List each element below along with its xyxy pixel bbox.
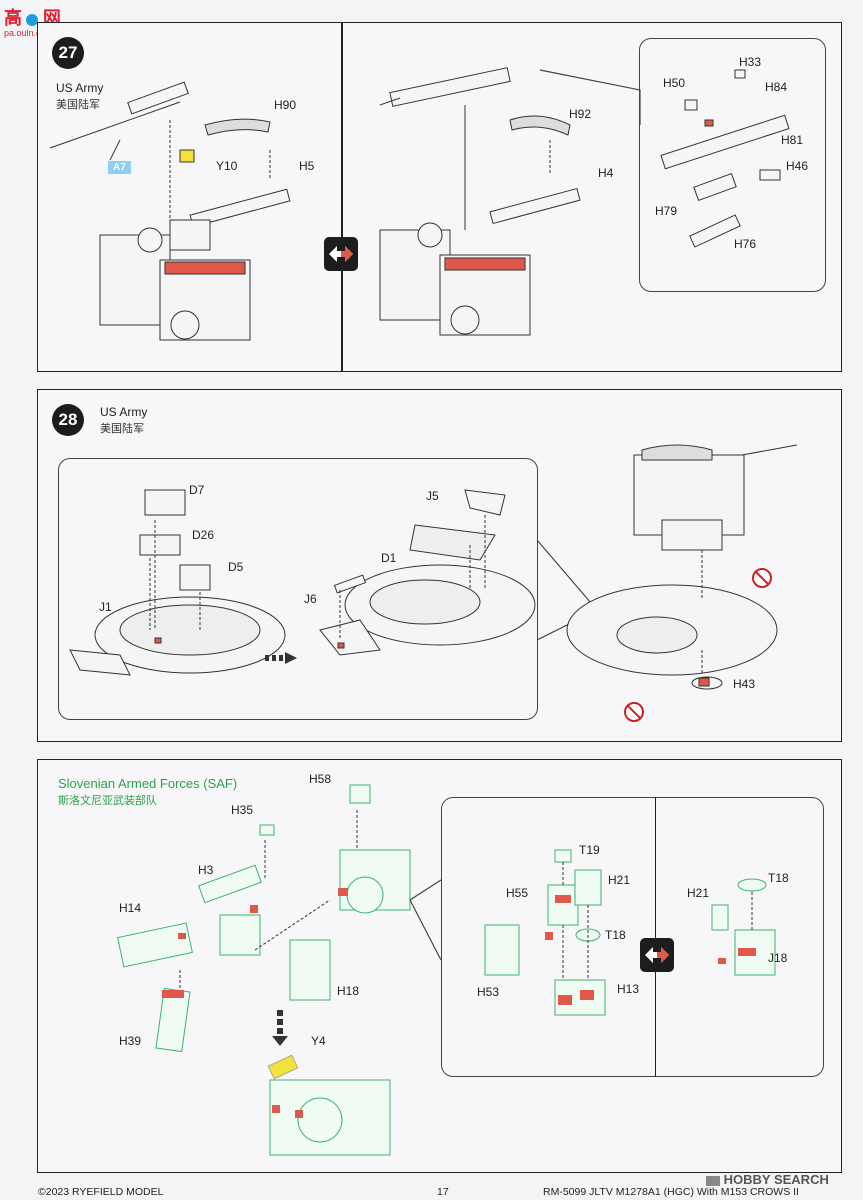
step28-number: 28	[52, 404, 84, 436]
step27-part-h5: H5	[299, 159, 315, 173]
step27-detail-box	[639, 38, 826, 292]
step27-part-h76: H76	[734, 237, 757, 251]
saf-detail-right-illustration	[711, 878, 776, 976]
footer-copyright: ©2023 RYEFIELD MODEL	[38, 1186, 164, 1198]
saf-detail-part-j18: J18	[768, 951, 788, 965]
watermark-icon	[26, 13, 39, 26]
step27-part-h81: H81	[781, 133, 804, 147]
saf-detail-callout	[409, 879, 442, 961]
step27-subtitle: 美国陆军	[56, 99, 100, 111]
step27-part-h33: H33	[739, 55, 762, 69]
saf-detail-divider	[655, 797, 657, 1077]
saf-detail-part-h53: H53	[477, 985, 500, 999]
step27-number: 27	[52, 37, 84, 69]
step27-part-h90: H90	[274, 98, 297, 112]
swap-arrow-icon	[324, 237, 358, 271]
footer-watermark: HOBBY SEARCH	[706, 1172, 829, 1187]
watermark-url: pa.ouln.com	[4, 28, 54, 38]
saf-swap-arrow-icon	[640, 938, 674, 972]
step27-left-illustration	[49, 81, 291, 341]
step28-plate-illustration	[319, 489, 536, 656]
step27-tag-a7: A7	[108, 161, 131, 174]
saf-part-h18: H18	[337, 984, 360, 998]
step27-part-h79: H79	[655, 204, 678, 218]
step28-part-j6: J6	[304, 592, 317, 606]
step28-ring-illustration	[69, 489, 286, 676]
step28-part-j5: J5	[426, 489, 439, 503]
step27-part-h4: H4	[598, 166, 614, 180]
saf-detail-left-illustration	[484, 849, 606, 1016]
saf-detail-part-t19: T19	[579, 843, 600, 857]
saf-part-h58: H58	[309, 772, 332, 786]
step27-part-h50: H50	[663, 76, 686, 90]
saf-detail-part-h21-left: H21	[608, 873, 631, 887]
saf-part-h35: H35	[231, 803, 254, 817]
watermark-hobbysearch-icon	[706, 1175, 720, 1186]
saf-detail-part-h21-right: H21	[687, 886, 710, 900]
step28-part-d26: D26	[192, 528, 215, 542]
saf-detail-part-h13: H13	[617, 982, 640, 996]
step27-right-illustration	[379, 67, 581, 336]
step27-detail-illustration	[660, 69, 790, 248]
step27-detail-callout	[539, 69, 641, 125]
step28-part-d5: D5	[228, 560, 244, 574]
step28-assembled-illustration	[566, 444, 798, 722]
watermark-char-1: 高	[4, 8, 22, 28]
saf-part-h14: H14	[119, 901, 142, 915]
saf-panel	[37, 759, 842, 1173]
step28-detail-box	[58, 458, 538, 720]
step28-part-d7: D7	[189, 483, 205, 497]
step27-part-h46: H46	[786, 159, 809, 173]
step27-part-h84: H84	[765, 80, 788, 94]
step28-part-d1: D1	[381, 551, 397, 565]
no-glue-icon	[624, 568, 772, 722]
saf-part-h3: H3	[198, 863, 214, 877]
saf-part-y4: Y4	[311, 1034, 326, 1048]
step28-title: US Army	[100, 405, 148, 419]
saf-main-illustration	[117, 784, 411, 1156]
step28-part-h43: H43	[733, 677, 756, 691]
saf-title: Slovenian Armed Forces (SAF)	[58, 776, 238, 791]
step28-subtitle: 美国陆军	[100, 423, 144, 435]
saf-part-h39: H39	[119, 1034, 142, 1048]
saf-detail-part-h55: H55	[506, 886, 529, 900]
footer-product: RM-5099 JLTV M1278A1 (HGC) With M153 CRO…	[543, 1186, 799, 1198]
saf-detail-part-t18-right: T18	[768, 871, 789, 885]
saf-subtitle: 斯洛文尼亚武装部队	[58, 795, 157, 807]
step27-divider	[341, 22, 343, 372]
step28-next-arrow	[265, 652, 297, 664]
step27-title: US Army	[56, 81, 104, 95]
step28-part-j1: J1	[99, 600, 112, 614]
watermark-hobbysearch-text: HOBBY SEARCH	[723, 1172, 829, 1187]
footer-page-number: 17	[437, 1186, 449, 1198]
step27-part-y10: Y10	[216, 159, 238, 173]
saf-detail-part-t18-left: T18	[605, 928, 626, 942]
saf-detail-box	[441, 797, 824, 1077]
step27-part-h92: H92	[569, 107, 592, 121]
